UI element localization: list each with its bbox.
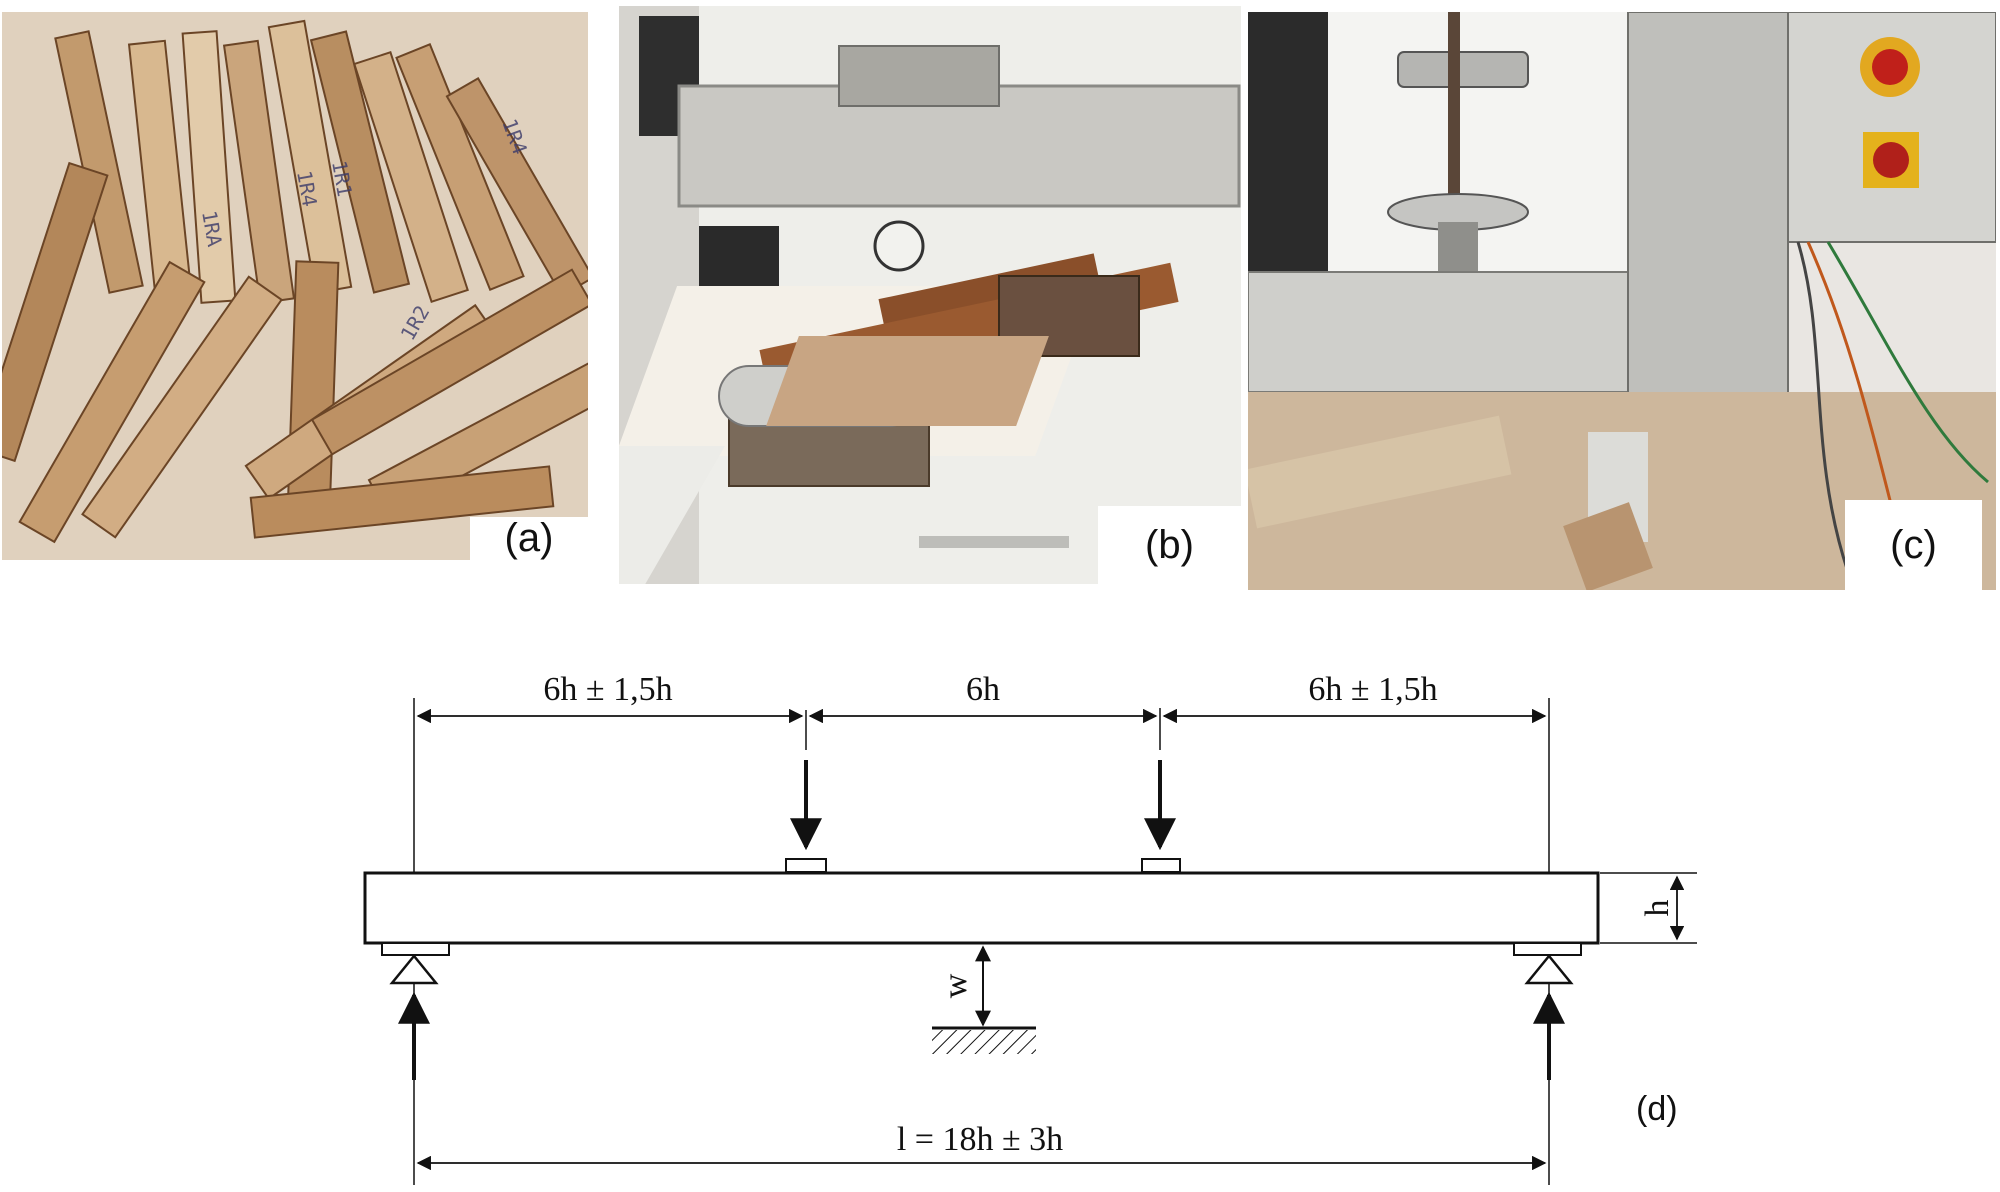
- label-dim-middle: 6h: [966, 671, 1000, 708]
- label-dim-right: 6h ± 1,5h: [1308, 671, 1437, 708]
- ground-hatch: [932, 1030, 1036, 1054]
- support-pad-right: [1513, 942, 1582, 956]
- support-left: [389, 954, 439, 985]
- bending-fixture-photo: [619, 6, 1241, 584]
- support-pad-left: [381, 942, 450, 956]
- bending-diagram: 6h ± 1,5h 6h 6h ± 1,5h h l = 18h ± 3h w: [0, 600, 2000, 1187]
- support-right: [1524, 954, 1574, 985]
- load-pad-left: [785, 858, 827, 873]
- testing-machine-photo: [1248, 12, 1996, 590]
- panel-label-d: (d): [1636, 1090, 1678, 1128]
- photo-panel-c: (c): [1248, 12, 1996, 590]
- wood-sticks-photo: 1RA 1R4 1R1 1R4 1R2: [2, 12, 588, 560]
- label-span: l = 18h ± 3h: [897, 1121, 1063, 1158]
- label-deflection: w: [937, 973, 974, 998]
- panel-label-c: (c): [1845, 500, 1982, 590]
- panel-label-b: (b): [1098, 506, 1241, 584]
- bending-diagram-svg: 6h ± 1,5h 6h 6h ± 1,5h h l = 18h ± 3h w: [363, 671, 1697, 1185]
- beam: [363, 871, 1600, 945]
- photo-panel-a: 1RA 1R4 1R1 1R4 1R2 (a): [2, 12, 588, 560]
- load-pad-right: [1141, 858, 1181, 873]
- panel-label-a: (a): [470, 516, 588, 560]
- label-dim-left: 6h ± 1,5h: [543, 671, 672, 708]
- photo-panel-b: (b): [619, 6, 1241, 584]
- label-dim-height: h: [1639, 900, 1676, 917]
